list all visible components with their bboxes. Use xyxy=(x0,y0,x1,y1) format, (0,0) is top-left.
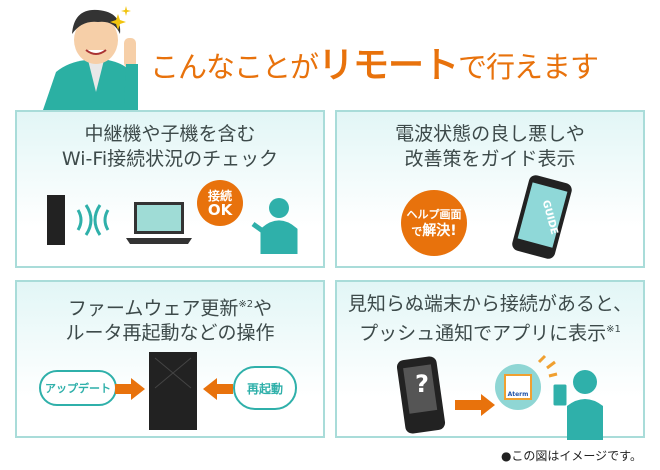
question-mark: ? xyxy=(415,370,429,398)
panel-title: 電波状態の良し悪しや改善策をガイド表示 xyxy=(395,123,585,170)
arrow-right-icon xyxy=(455,394,495,416)
router-icon xyxy=(149,352,197,430)
arrow-left-icon xyxy=(203,378,233,400)
restart-bubble: 再起動 xyxy=(233,366,297,410)
unknown-device-phone-icon xyxy=(397,356,446,434)
person-icon xyxy=(251,198,298,254)
aterm-app-icon: Aterm xyxy=(504,374,532,400)
mascot-thumbs-up-illustration xyxy=(43,6,138,110)
update-cloud: アップデート xyxy=(39,370,117,406)
panel-firmware-update: ファームウェア更新※2やルータ再起動などの操作 アップデート 再起動 xyxy=(15,280,325,438)
smartphone-guide-icon xyxy=(512,175,572,259)
person-with-phone-icon xyxy=(537,354,603,440)
panel-push-notification: 見知らぬ端末から接続があると、プッシュ通知でアプリに表示※1 ? Aterm xyxy=(335,280,645,440)
panel-title: ファームウェア更新※2やルータ再起動などの操作 xyxy=(65,297,275,345)
help-screen-bubble: ヘルプ画面で解決! xyxy=(401,190,467,256)
arrow-right-icon xyxy=(115,378,145,400)
app-notification-bubble: Aterm xyxy=(495,364,541,410)
panel-title: 見知らぬ端末から接続があると、プッシュ通知でアプリに表示※1 xyxy=(347,293,633,345)
headline: こんなことがリモートで行えます xyxy=(150,45,599,86)
router-wifi-laptop-icon xyxy=(47,195,192,245)
panel-guide-display: 電波状態の良し悪しや改善策をガイド表示 ヘルプ画面で解決! GUIDE xyxy=(335,110,645,268)
image-disclaimer-note: ●この図はイメージです。 xyxy=(500,449,642,463)
